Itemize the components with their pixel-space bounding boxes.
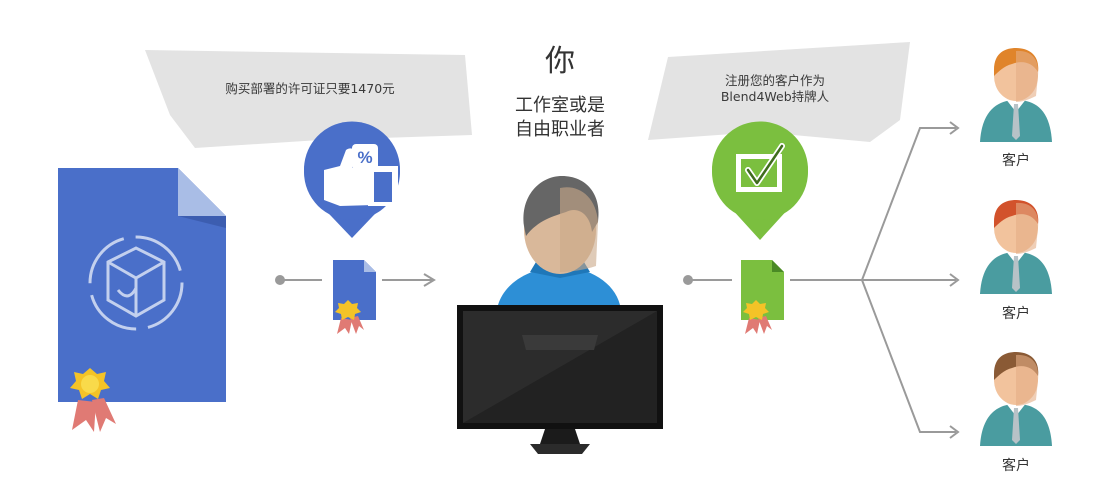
center-title: 你 [545, 44, 575, 79]
client-label-2: 客户 [1002, 306, 1030, 322]
computer-monitor-icon [457, 305, 663, 454]
center-subtitle-line-2: 自由职业者 [515, 119, 605, 140]
thumbs-up-percent-icon: % [304, 121, 400, 238]
left-speech-bubble [145, 50, 472, 148]
client-avatar-1 [980, 48, 1052, 142]
right-bubble-line-1: 注册您的客户作为 [724, 73, 825, 88]
client-label-1: 客户 [1002, 153, 1030, 169]
freelancer-avatar [498, 176, 620, 305]
thumb-badge-symbol: % [357, 148, 372, 167]
small-green-license-icon [741, 260, 784, 334]
checkmark-pin-icon [712, 121, 808, 240]
right-flow-arrow [683, 275, 862, 285]
left-bubble-text: 购买部署的许可证只要1470元 [225, 81, 395, 96]
right-bubble-text: 注册您的客户作为 Blend4Web持牌人 [690, 73, 860, 105]
client-avatar-2 [980, 200, 1052, 294]
center-subtitle: 工作室或是 自由职业者 [490, 94, 630, 142]
right-speech-bubble [648, 42, 910, 142]
client-label-3: 客户 [1002, 458, 1030, 474]
left-flow-arrow [275, 273, 436, 287]
client-avatar-3 [980, 352, 1052, 446]
center-subtitle-line-1: 工作室或是 [515, 95, 605, 116]
small-blue-license-icon [333, 260, 376, 334]
right-bubble-line-2: Blend4Web持牌人 [720, 89, 830, 104]
license-document-icon [58, 168, 226, 432]
client-branch-arrows [861, 121, 960, 439]
